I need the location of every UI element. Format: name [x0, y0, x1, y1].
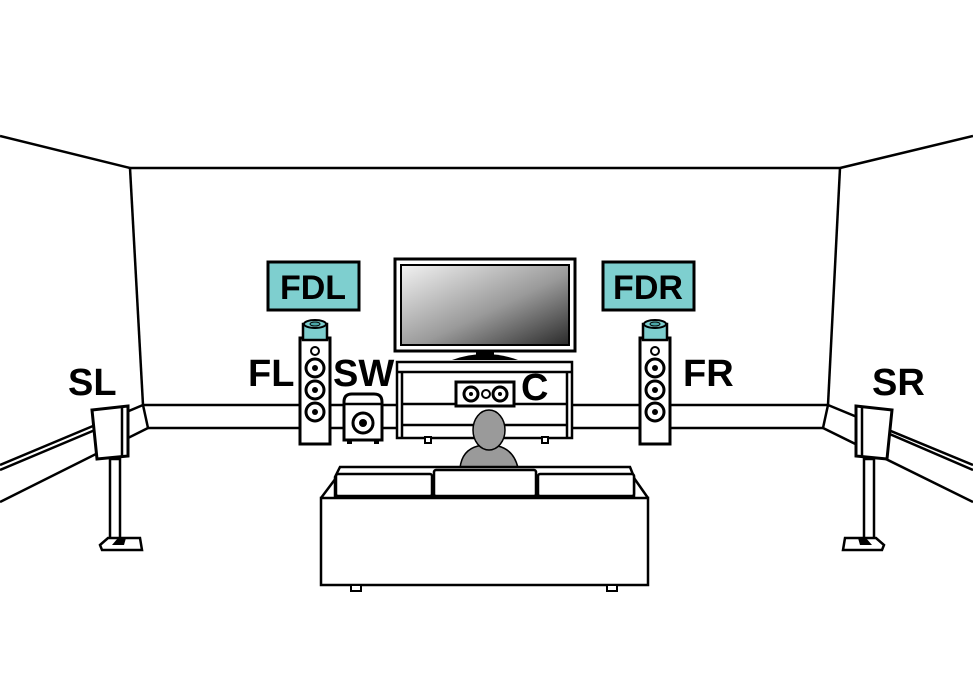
fdr-label: FDR — [613, 269, 683, 307]
floor-speaker-icon — [298, 336, 332, 446]
fdl-tag: FDL — [266, 260, 361, 312]
label-sw: SW — [333, 353, 394, 395]
tv-icon — [393, 257, 577, 360]
fdl-label: FDL — [280, 269, 346, 307]
listener-icon — [459, 409, 519, 469]
label-fr: FR — [683, 353, 734, 395]
label-fl: FL — [248, 353, 294, 395]
label-sl: SL — [68, 362, 117, 404]
label-sr: SR — [872, 362, 925, 404]
surround-speaker-icon — [841, 404, 894, 552]
surround-speaker-icon — [90, 404, 144, 552]
floor-speaker-icon — [638, 336, 672, 446]
dolby-atmos-module-icon — [641, 319, 669, 342]
sofa-icon — [319, 465, 650, 592]
fdr-tag: FDR — [601, 260, 696, 312]
center-speaker-icon — [454, 380, 516, 408]
label-c: C — [521, 367, 548, 409]
dolby-atmos-module-icon — [301, 319, 329, 342]
subwoofer-icon — [342, 392, 384, 444]
